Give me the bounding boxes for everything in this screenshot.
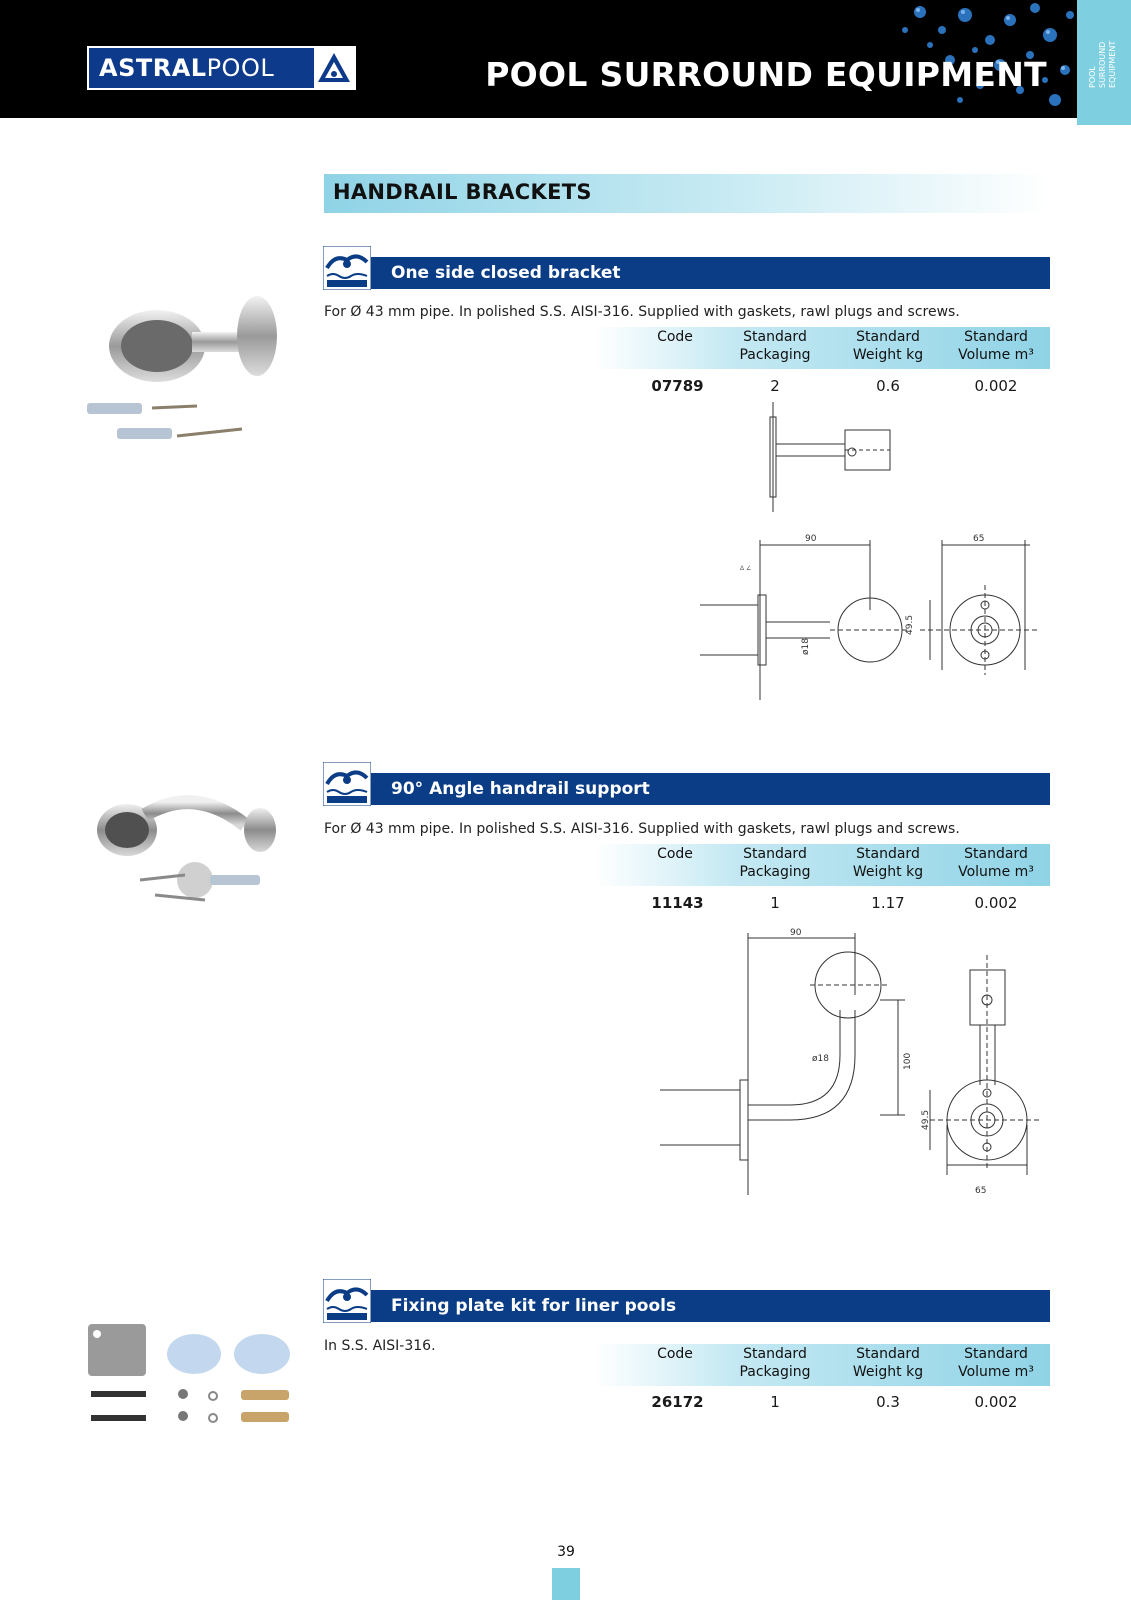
page-title: POOL SURROUND EQUIPMENT — [485, 55, 1047, 94]
technical-drawing-dimensions: Δ ∠ 90 65 49.5 ø18 — [700, 534, 1040, 700]
spec-table-header — [595, 844, 1050, 886]
svg-text:Δ ∠: Δ ∠ — [740, 565, 751, 572]
pool-icon — [323, 1279, 371, 1323]
dimension-label: ø18 — [801, 638, 811, 655]
dimension-label: 49.5 — [905, 615, 915, 635]
product-volume: 0.002 — [974, 1393, 1018, 1411]
dimension-label: 100 — [903, 1053, 913, 1070]
product-weight: 1.17 — [871, 894, 905, 912]
col-code-header: Code — [657, 1346, 693, 1362]
pool-icon — [323, 762, 371, 806]
product-code: 07789 — [651, 377, 704, 395]
dimension-label: 90 — [805, 534, 817, 544]
page-number: 39 — [557, 1544, 575, 1560]
product-packaging: 2 — [770, 377, 780, 395]
spec-table-header — [595, 1344, 1050, 1386]
section-title: HANDRAIL BRACKETS — [324, 174, 1050, 213]
product-packaging: 1 — [770, 1393, 780, 1411]
page-header: ASTRALPOOL POOL SURROUND EQUIPMENT — [0, 0, 1077, 118]
spec-table-header — [595, 327, 1050, 369]
product-volume: 0.002 — [974, 377, 1018, 395]
brand-mark-icon — [314, 48, 354, 88]
product-title-bar: 90° Angle handrail support — [371, 773, 1050, 805]
pool-icon — [323, 246, 371, 290]
technical-drawing-side — [769, 402, 891, 512]
angle-support-photo — [97, 795, 276, 902]
bracket-photo — [87, 296, 277, 439]
col-code-header: Code — [657, 846, 693, 862]
product-description: For Ø 43 mm pipe. In polished S.S. AISI-… — [324, 304, 960, 320]
product-weight: 0.6 — [876, 377, 900, 395]
product-volume: 0.002 — [974, 894, 1018, 912]
chapter-tab-label: POOL SURROUND EQUIPMENT — [1088, 40, 1117, 88]
product-description: For Ø 43 mm pipe. In polished S.S. AISI-… — [324, 821, 960, 837]
dimension-label: ø18 — [812, 1054, 829, 1064]
dimension-label: 65 — [973, 534, 984, 544]
product-code: 26172 — [651, 1393, 704, 1411]
fixing-kit-photo — [88, 1324, 290, 1423]
dimension-label: 49.5 — [921, 1110, 931, 1130]
page-tab — [552, 1568, 580, 1600]
technical-drawing-dimensions: 90 65 49.5 ø18 100 — [660, 928, 1040, 1196]
product-packaging: 1 — [770, 894, 780, 912]
product-weight: 0.3 — [876, 1393, 900, 1411]
dimension-label: 65 — [975, 1186, 986, 1196]
product-code: 11143 — [651, 894, 704, 912]
brand-logo: ASTRALPOOL — [87, 46, 356, 90]
col-code-header: Code — [657, 329, 693, 345]
product-description: In S.S. AISI-316. — [324, 1338, 436, 1354]
product-title-bar: One side closed bracket — [371, 257, 1050, 289]
brand-name: ASTRALPOOL — [99, 54, 275, 82]
dimension-label: 90 — [790, 928, 802, 938]
chapter-tab — [1077, 0, 1131, 125]
bubbles-decoration — [902, 3, 1074, 106]
product-title-bar: Fixing plate kit for liner pools — [371, 1290, 1050, 1322]
